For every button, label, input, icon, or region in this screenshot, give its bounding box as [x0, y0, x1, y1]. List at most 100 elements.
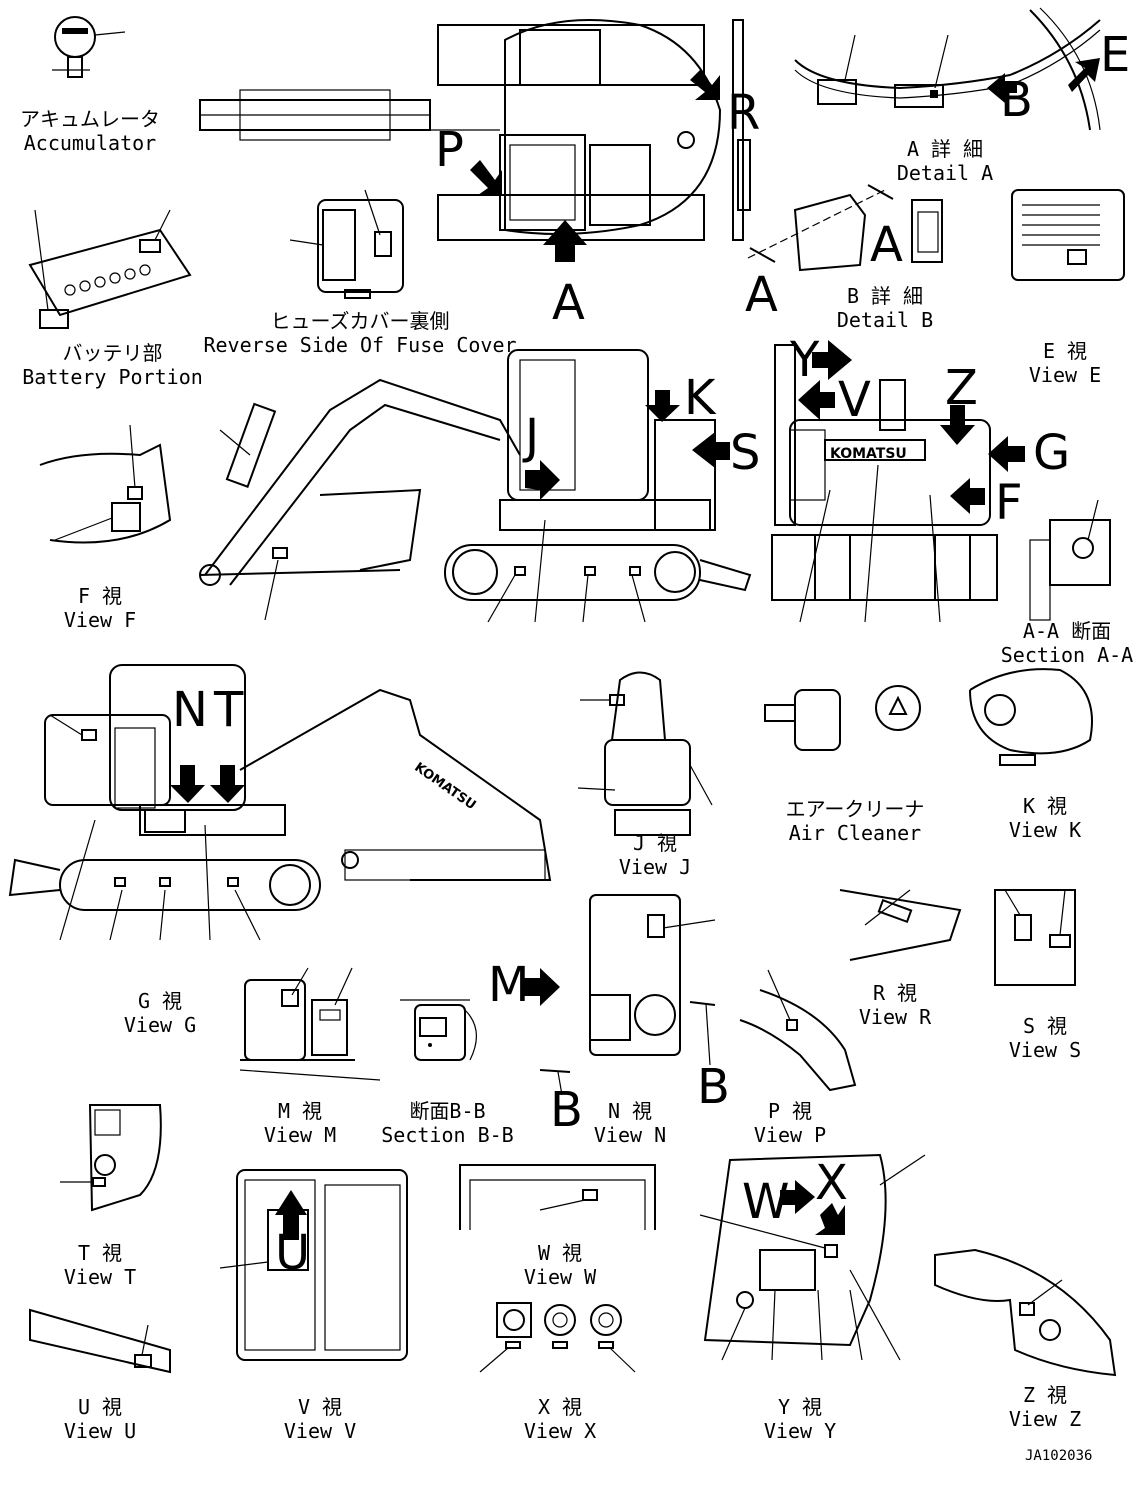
detail-b-drawing	[747, 184, 943, 272]
accumulator-drawing	[52, 16, 126, 78]
view-m-drawing	[239, 967, 381, 1081]
letter-w: W	[742, 1174, 790, 1230]
letter-j: J	[525, 409, 540, 465]
air-cleaner-label-jp: エアークリーナ	[785, 797, 925, 821]
battery-drawing	[28, 209, 192, 329]
view-r-label-jp: R 視	[872, 981, 918, 1005]
view-j-label-jp: J 視	[632, 831, 678, 855]
detail-a-label-jp: A 詳 細	[906, 137, 984, 161]
air-cleaner-label-en: Air Cleaner	[788, 821, 922, 845]
arrow-g	[988, 436, 1025, 472]
arrow-p	[470, 160, 502, 195]
view-x-label-jp: X 視	[537, 1395, 583, 1419]
view-t-label-en: View T	[63, 1265, 137, 1289]
view-s-label-jp: S 視	[1022, 1014, 1068, 1038]
view-z-label-en: View Z	[1008, 1407, 1082, 1431]
arrow-r	[690, 70, 720, 100]
view-p-drawing	[739, 969, 857, 1092]
view-s-drawing	[994, 889, 1076, 986]
view-v-label-jp: V 視	[297, 1395, 343, 1419]
fuse-label-en: Reverse Side Of Fuse Cover	[203, 333, 517, 357]
letter-t: T	[214, 682, 244, 738]
view-r-drawing	[839, 889, 962, 961]
section-aa-label-en: Section A-A	[1000, 643, 1134, 667]
view-z-label-jp: Z 視	[1022, 1383, 1068, 1407]
letter-u: U	[275, 1225, 311, 1281]
view-x-drawing	[479, 1302, 636, 1373]
view-n-label-jp: N 視	[607, 1099, 653, 1123]
accumulator-label-en: Accumulator	[23, 131, 157, 155]
view-e-label-en: View E	[1028, 363, 1102, 387]
view-m-label-en: View M	[263, 1123, 337, 1147]
view-u-drawing	[29, 1308, 171, 1374]
view-y-drawing	[699, 1153, 926, 1361]
detail-a-drawing	[794, 7, 1101, 131]
letter-p: P	[435, 122, 464, 178]
view-u-label-en: View U	[63, 1419, 137, 1443]
view-r-label-en: View R	[858, 1005, 932, 1029]
view-x-label-en: View X	[523, 1419, 597, 1443]
letter-n: N	[172, 682, 208, 738]
view-e-label-jp: E 視	[1042, 339, 1088, 363]
view-y-label-en: View Y	[763, 1419, 837, 1443]
arrow-u	[275, 1190, 307, 1240]
view-y-label-jp: Y 視	[777, 1395, 823, 1419]
letter-x: X	[815, 1155, 848, 1211]
section-bb-label-jp: 断面B-B	[409, 1099, 486, 1123]
arrow-s	[692, 432, 730, 468]
view-k-label-en: View K	[1008, 818, 1082, 842]
letter-s: S	[730, 425, 761, 481]
letter-a-arrow: A	[552, 275, 585, 331]
arrow-j	[525, 460, 560, 500]
view-t-drawing	[60, 1104, 162, 1212]
arrow-v	[798, 380, 835, 420]
view-n-label-en: View N	[593, 1123, 667, 1147]
view-p-label-jp: P 視	[767, 1099, 813, 1123]
letter-b-left: B	[550, 1082, 583, 1138]
letter-r: R	[727, 85, 761, 141]
letter-a-section-left: A	[745, 267, 778, 323]
view-n-drawing	[539, 894, 716, 1096]
letter-y: Y	[790, 332, 820, 388]
view-g-label-en: View G	[123, 1013, 197, 1037]
arrow-f	[950, 478, 985, 514]
view-v-label-en: View V	[283, 1419, 357, 1443]
arrow-y	[812, 340, 852, 380]
arrow-n	[170, 765, 205, 803]
view-e-drawing	[1011, 189, 1125, 281]
main-side-view	[199, 349, 752, 623]
arrow-w	[780, 1180, 815, 1214]
view-f-drawing	[39, 424, 172, 544]
letter-z: Z	[945, 360, 978, 416]
section-aa-label-jp: A-A 断面	[1022, 619, 1112, 643]
arrow-t	[210, 765, 245, 803]
view-w-label-en: View W	[523, 1265, 597, 1289]
letter-g: G	[1033, 425, 1071, 481]
view-m-label-jp: M 視	[277, 1099, 323, 1123]
fuse-cover-drawing	[289, 189, 404, 299]
letter-m: M	[488, 957, 530, 1013]
section-bb-drawing	[400, 999, 477, 1061]
view-w-label-jp: W 視	[537, 1241, 583, 1265]
letter-b-right: B	[697, 1059, 730, 1115]
letter-e: E	[1100, 27, 1131, 83]
accumulator-label-jp: アキュムレータ	[20, 107, 160, 131]
view-j-label-en: View J	[618, 855, 692, 879]
arrow-k	[645, 390, 680, 422]
view-k-label-jp: K 視	[1022, 794, 1068, 818]
letter-a-section-right: A	[870, 217, 903, 273]
view-t-label-jp: T 視	[77, 1241, 123, 1265]
rear-view	[771, 344, 998, 623]
section-bb-label-en: Section B-B	[381, 1123, 514, 1147]
top-plan-view	[199, 19, 751, 241]
view-g-label-jp: G 視	[137, 989, 183, 1013]
detail-b-label-jp: B 詳 細	[846, 284, 924, 308]
view-s-label-en: View S	[1008, 1038, 1082, 1062]
arrow-x	[815, 1203, 845, 1235]
left-side-view	[8, 664, 552, 941]
air-cleaner-drawing	[764, 668, 1093, 766]
letter-v: V	[838, 372, 871, 428]
view-f-label-jp: F 視	[77, 584, 123, 608]
letter-b-detail: B	[1000, 72, 1033, 128]
